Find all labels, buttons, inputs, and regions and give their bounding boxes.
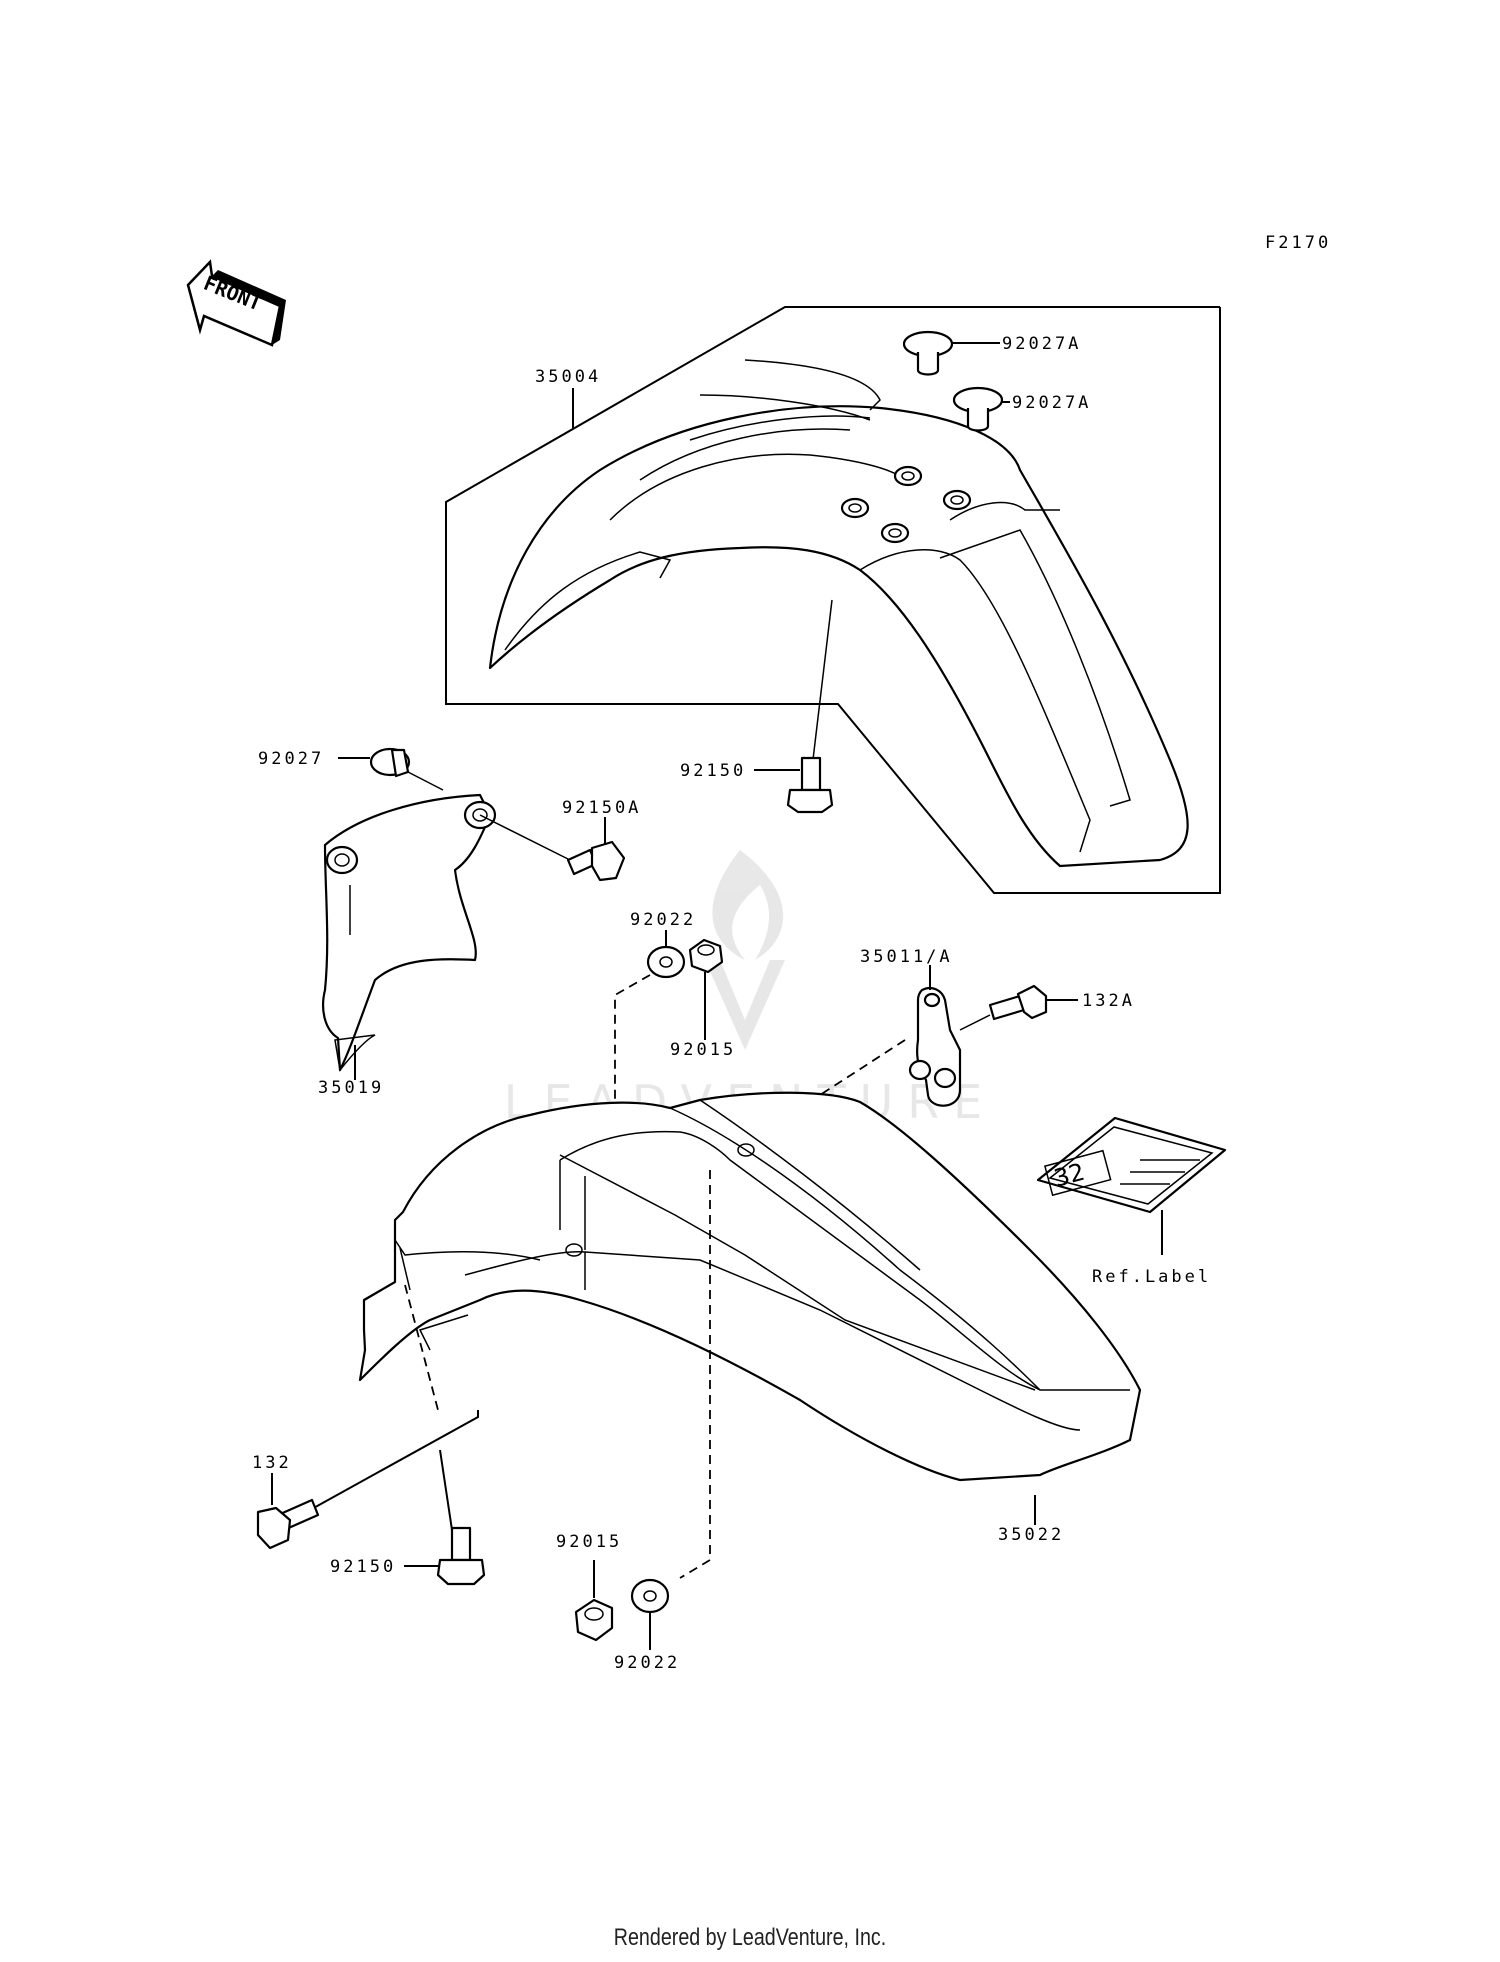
diagram-code: F2170 <box>1265 233 1331 253</box>
callout-35019: 35019 <box>318 1078 384 1098</box>
callout-92027a-1: 92027A <box>1002 334 1081 354</box>
callout-132: 132 <box>252 1453 292 1473</box>
nut-92015-bottom <box>574 1598 614 1642</box>
callout-35011a: 35011/A <box>860 947 953 967</box>
callout-35004: 35004 <box>535 367 601 387</box>
render-credit: Rendered by LeadVenture, Inc. <box>613 1924 887 1951</box>
callout-92027a-2: 92027A <box>1012 393 1091 413</box>
grommet-92027a-2 <box>952 386 1004 432</box>
callout-92022-top: 92022 <box>630 910 696 930</box>
callout-92022-bottom: 92022 <box>614 1653 680 1673</box>
front-fender-group-box <box>445 306 1221 894</box>
callout-92150a: 92150A <box>562 798 641 818</box>
callout-35022: 35022 <box>998 1525 1064 1545</box>
bolt-92150a <box>566 840 626 882</box>
callout-92027: 92027 <box>258 749 324 769</box>
front-fender-35004 <box>488 359 1189 868</box>
washer-92022-bottom <box>630 1578 670 1614</box>
front-arrow-icon: FRONT <box>186 259 286 347</box>
callout-ref-label: Ref.Label <box>1092 1267 1211 1287</box>
bolt-92150-top <box>786 756 834 814</box>
grommet-92027 <box>369 747 411 778</box>
callout-132a: 132A <box>1082 991 1135 1011</box>
bolt-92150-bottom <box>436 1526 486 1586</box>
callout-92015-bottom: 92015 <box>556 1532 622 1552</box>
reference-label: 32 <box>1036 1116 1227 1214</box>
callout-92150-bottom: 92150 <box>330 1557 396 1577</box>
guard-35019 <box>321 793 497 1072</box>
washer-92022-top <box>646 945 686 979</box>
callout-92015-top: 92015 <box>670 1040 736 1060</box>
grommet-92027a-1 <box>902 330 954 376</box>
bolt-132 <box>256 1498 320 1550</box>
rear-fender-35022 <box>358 1091 1142 1482</box>
bracket-35011a <box>908 986 962 1107</box>
callout-92150-top: 92150 <box>680 761 746 781</box>
bolt-132a <box>988 984 1048 1021</box>
nut-92015-top <box>688 938 724 974</box>
